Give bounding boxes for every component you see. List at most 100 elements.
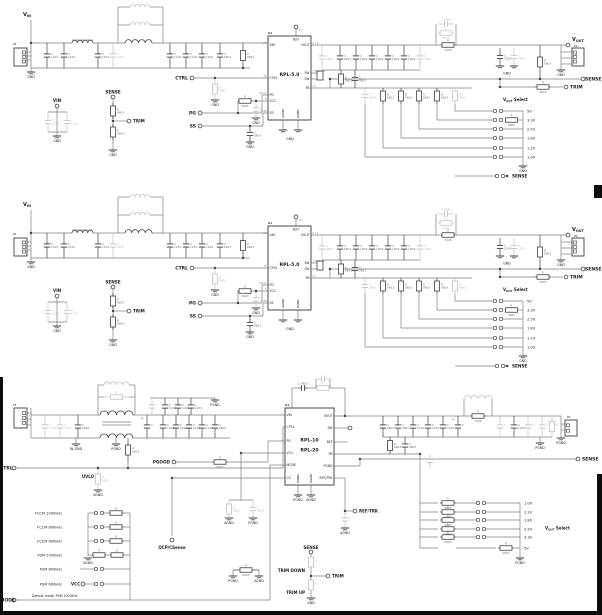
component-label: 0603 (423, 286, 430, 290)
component-label: 0603 (405, 286, 412, 290)
gnd-symbol: PGND (515, 557, 525, 565)
terminal (565, 42, 571, 48)
term-group (11, 597, 17, 603)
resh-group: R (92, 549, 106, 558)
term-group (11, 465, 17, 471)
net-label: VCC (71, 582, 80, 587)
connector-pin (566, 428, 570, 433)
component-label: 0603 (224, 55, 231, 59)
component-label: 0603 (394, 445, 401, 449)
component-label: R (219, 276, 221, 280)
component-label: 0805 (402, 426, 409, 430)
component-label: C (51, 52, 53, 56)
component-label: 0603 (117, 322, 124, 326)
gnd-symbol: AGND (93, 489, 103, 497)
ic-name: RPL-5.0 (280, 72, 300, 78)
component-label: 0603 (260, 109, 267, 113)
indh-group (103, 381, 130, 386)
component-label: 1206 (424, 57, 431, 61)
resistor-symbol (308, 579, 314, 591)
jumper-pad (492, 335, 498, 341)
junction-dot (248, 314, 252, 318)
component-label: 0603 (117, 301, 124, 305)
net-label: VOUT Select (503, 287, 528, 293)
jumper-pad (99, 538, 105, 544)
component-label: C (392, 244, 394, 248)
pin-label: SW (304, 77, 309, 81)
dot-group (538, 267, 542, 271)
net-label: PSM 600kHz (40, 583, 62, 587)
component-label: C (546, 423, 548, 427)
component-label: 1210 (174, 55, 181, 59)
gnd-symbol: GND (108, 149, 117, 157)
component-label: C (82, 423, 84, 427)
net-label: CTRL (175, 76, 188, 82)
indh-group (99, 410, 134, 416)
resh-group: R (104, 391, 129, 400)
gnd-symbol: GND (108, 339, 117, 347)
component-label: R (115, 535, 117, 539)
gnd-symbol: GND (306, 597, 315, 605)
component-label: C (254, 131, 256, 135)
term-group (189, 265, 195, 271)
gnd-symbol (278, 129, 288, 133)
pin-number: 6 (265, 287, 267, 291)
component-label: R (115, 521, 117, 525)
component-label: 1210 (518, 426, 525, 430)
net-label: P2 (574, 44, 578, 48)
dot-group (241, 66, 245, 70)
pin-label: CTRL (270, 266, 278, 270)
component-label: 1206 (392, 247, 399, 251)
component-label: C (169, 403, 171, 407)
component-label: 1206 (117, 245, 124, 249)
jump-group (492, 117, 504, 123)
component-label: R (441, 283, 443, 287)
component-label: 1210 (193, 426, 200, 430)
jumper-pad (498, 335, 504, 341)
component-label: 1210 (206, 426, 213, 430)
resistor-symbol (109, 538, 123, 544)
jumper-pad (498, 325, 504, 331)
component-label: C (369, 93, 371, 97)
component-label: R (244, 285, 246, 289)
conn-group (571, 47, 585, 67)
term-group (308, 549, 314, 555)
pin-number: 13 (263, 109, 267, 113)
component-label: R (405, 283, 407, 287)
polarity-mark: + (451, 417, 454, 422)
net-label: 1.2V (527, 147, 536, 151)
connector-pin (22, 59, 26, 64)
jump-group (93, 538, 105, 544)
pin-number: 2-12 (313, 41, 319, 45)
term-group (54, 103, 60, 109)
capacitor-symbol: C (538, 416, 548, 437)
jumper-pad (99, 566, 105, 572)
component-label: R (345, 76, 347, 80)
resistor-symbol (109, 510, 123, 516)
resistor-symbol (441, 534, 455, 540)
inductor-symbol (124, 39, 153, 44)
component-label: 0603 (544, 252, 551, 256)
component-label: 0603 (345, 79, 352, 83)
component-label: C (190, 52, 192, 56)
component-label: R (447, 523, 449, 527)
term-group (197, 300, 203, 306)
ic-refdes: U1 (268, 221, 272, 225)
jumper-pad (498, 108, 504, 114)
component-label: 1210 (102, 55, 109, 59)
